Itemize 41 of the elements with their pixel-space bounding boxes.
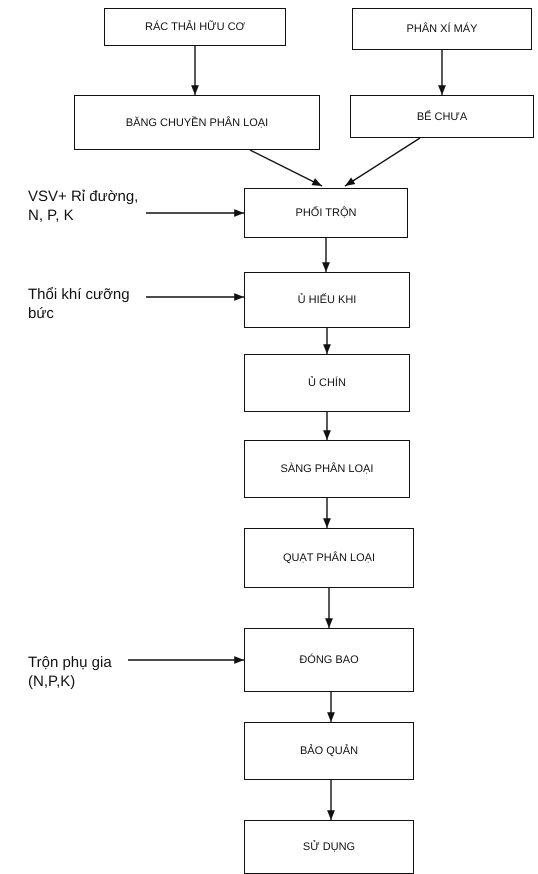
process-box	[244, 528, 414, 588]
box-label: BỂ CHƯA	[416, 110, 468, 122]
input-label: Trộn phụ gia (N,P,K)	[28, 654, 113, 692]
box-label: RÁC THẢI HỮU CƠ	[145, 21, 245, 33]
arrow	[250, 149, 322, 187]
box-label: SỬ DỤNG	[302, 841, 356, 853]
process-box	[244, 722, 414, 780]
arrow	[323, 328, 331, 354]
process-box	[244, 354, 410, 412]
arrow	[146, 209, 244, 217]
process-box	[244, 440, 410, 498]
arrow	[146, 293, 244, 301]
box-label: Ủ CHÍN	[308, 377, 346, 389]
arrow	[327, 780, 335, 820]
arrow	[323, 498, 331, 528]
box-label: ĐÓNG BAO	[299, 654, 359, 666]
box-label: Ủ HIẾU KHI	[298, 294, 356, 306]
process-box	[244, 628, 414, 692]
box-label: PHÂN XÍ MÁY	[406, 23, 478, 35]
process-box	[244, 820, 414, 874]
arrow	[438, 50, 446, 95]
input-label: Thổi khí cưỡng bức	[28, 286, 131, 324]
process-box	[352, 8, 532, 50]
arrow	[322, 238, 330, 272]
arrow	[323, 412, 331, 440]
arrow	[128, 656, 244, 664]
arrow	[191, 46, 199, 95]
box-label: PHỐI TRỘN	[296, 207, 356, 219]
process-box	[104, 8, 286, 46]
process-box	[244, 188, 408, 238]
input-label: VSV+ Rỉ đường, N, P, K	[28, 188, 140, 226]
box-label: BẢO QUẢN	[300, 745, 358, 757]
arrow	[344, 137, 420, 187]
box-label: QUẠT PHÂN LOẠI	[282, 552, 376, 564]
process-box	[244, 272, 410, 328]
arrow	[327, 692, 335, 722]
process-box	[350, 95, 534, 138]
arrow	[325, 588, 333, 628]
process-box	[74, 95, 320, 150]
box-label: BĂNG CHUYỀN PHÂN LOẠI	[126, 116, 268, 128]
box-label: SÀNG PHÂN LOẠI	[280, 463, 374, 475]
